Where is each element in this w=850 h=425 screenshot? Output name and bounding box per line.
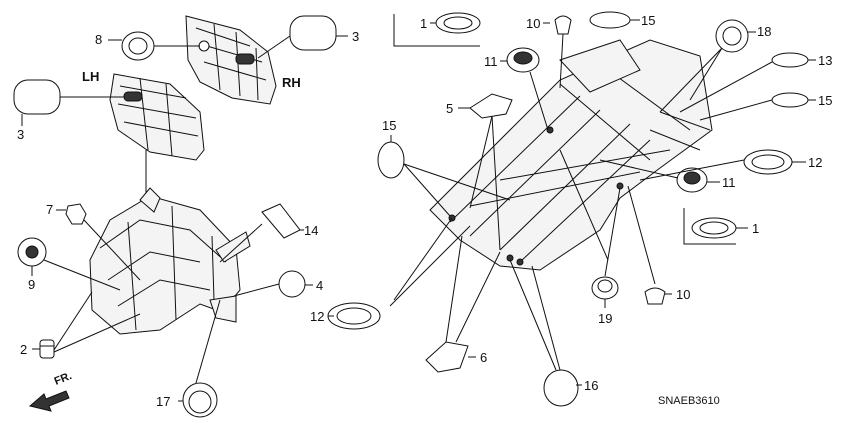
callout-3-rh: 3 — [352, 29, 359, 44]
callout-9: 9 — [28, 277, 35, 292]
part-12-grommet-left[interactable] — [327, 302, 381, 330]
callout-8: 8 — [95, 32, 102, 47]
bulkhead-lh-illustration — [109, 73, 205, 205]
text-labels: LH RH FR. SNAEB3610 8 3 3 7 9 2 14 4 17 … — [17, 13, 832, 409]
callout-4: 4 — [316, 278, 323, 293]
callout-11-top: 11 — [484, 54, 498, 69]
callout-13: 13 — [818, 53, 832, 68]
part-16-seal[interactable] — [543, 369, 579, 407]
part-1-grommet-right[interactable] — [691, 217, 737, 239]
leader-lines — [21, 14, 816, 402]
part-10-clip-bottom[interactable] — [644, 287, 666, 305]
callout-1-top: 1 — [420, 16, 427, 31]
floor-pan-illustration — [429, 39, 713, 271]
part-13-seal[interactable] — [771, 52, 809, 68]
part-10-clip-top[interactable] — [554, 15, 572, 35]
part-1-grommet-top[interactable] — [435, 12, 481, 34]
part-17-grommet[interactable] — [182, 382, 218, 418]
part-19-grommet[interactable] — [591, 276, 619, 300]
part-3-plug-lh[interactable] — [13, 79, 61, 115]
callout-14: 14 — [304, 223, 318, 238]
callout-15-right: 15 — [818, 93, 832, 108]
part-11-grommet-top[interactable] — [506, 47, 540, 73]
part-12-grommet-right[interactable] — [743, 149, 793, 175]
callout-6: 6 — [480, 350, 487, 365]
bulkhead-rh-hole — [235, 53, 255, 65]
part-9-grommet[interactable] — [17, 237, 47, 267]
callout-15-top: 15 — [641, 13, 655, 28]
part-15-seal-left[interactable] — [377, 141, 405, 179]
part-18-grommet[interactable] — [715, 19, 749, 53]
part-6-grommet[interactable] — [425, 341, 469, 373]
part-15-seal-right[interactable] — [771, 92, 809, 108]
fr-label: FR. — [53, 370, 74, 388]
callout-3-lh: 3 — [17, 127, 24, 142]
part-5-grommet[interactable] — [469, 93, 513, 119]
part-4-grommet[interactable] — [278, 270, 306, 298]
callout-10-top: 10 — [526, 16, 540, 31]
rh-label: RH — [282, 75, 301, 90]
part-7-clip[interactable] — [65, 203, 87, 225]
callout-10-bottom: 10 — [676, 287, 690, 302]
callout-16: 16 — [584, 378, 598, 393]
bulkhead-lh-hole — [123, 91, 143, 102]
callout-18: 18 — [757, 24, 771, 39]
callout-2: 2 — [20, 342, 27, 357]
callout-12-left: 12 — [310, 309, 324, 324]
lh-label: LH — [82, 69, 99, 84]
front-frame-illustration — [89, 187, 251, 335]
part-8-grommet[interactable] — [121, 31, 155, 61]
bulkhead-rh-illustration — [185, 15, 277, 105]
part-3-plug-rh[interactable] — [289, 15, 337, 51]
part-11-grommet-right[interactable] — [676, 167, 708, 193]
callout-7: 7 — [46, 202, 53, 217]
part-15-seal-top[interactable] — [589, 11, 631, 29]
callout-12-right: 12 — [808, 155, 822, 170]
callout-11-right: 11 — [722, 175, 736, 190]
callout-5: 5 — [446, 101, 453, 116]
part-14-pad[interactable] — [261, 203, 301, 239]
diagram-code: SNAEB3610 — [658, 395, 720, 407]
front-direction-arrow — [28, 390, 70, 412]
callout-19: 19 — [598, 311, 612, 326]
callout-17: 17 — [156, 394, 170, 409]
part-2-plug[interactable] — [39, 339, 55, 359]
callout-1-right: 1 — [752, 221, 759, 236]
callout-15-left: 15 — [382, 118, 396, 133]
